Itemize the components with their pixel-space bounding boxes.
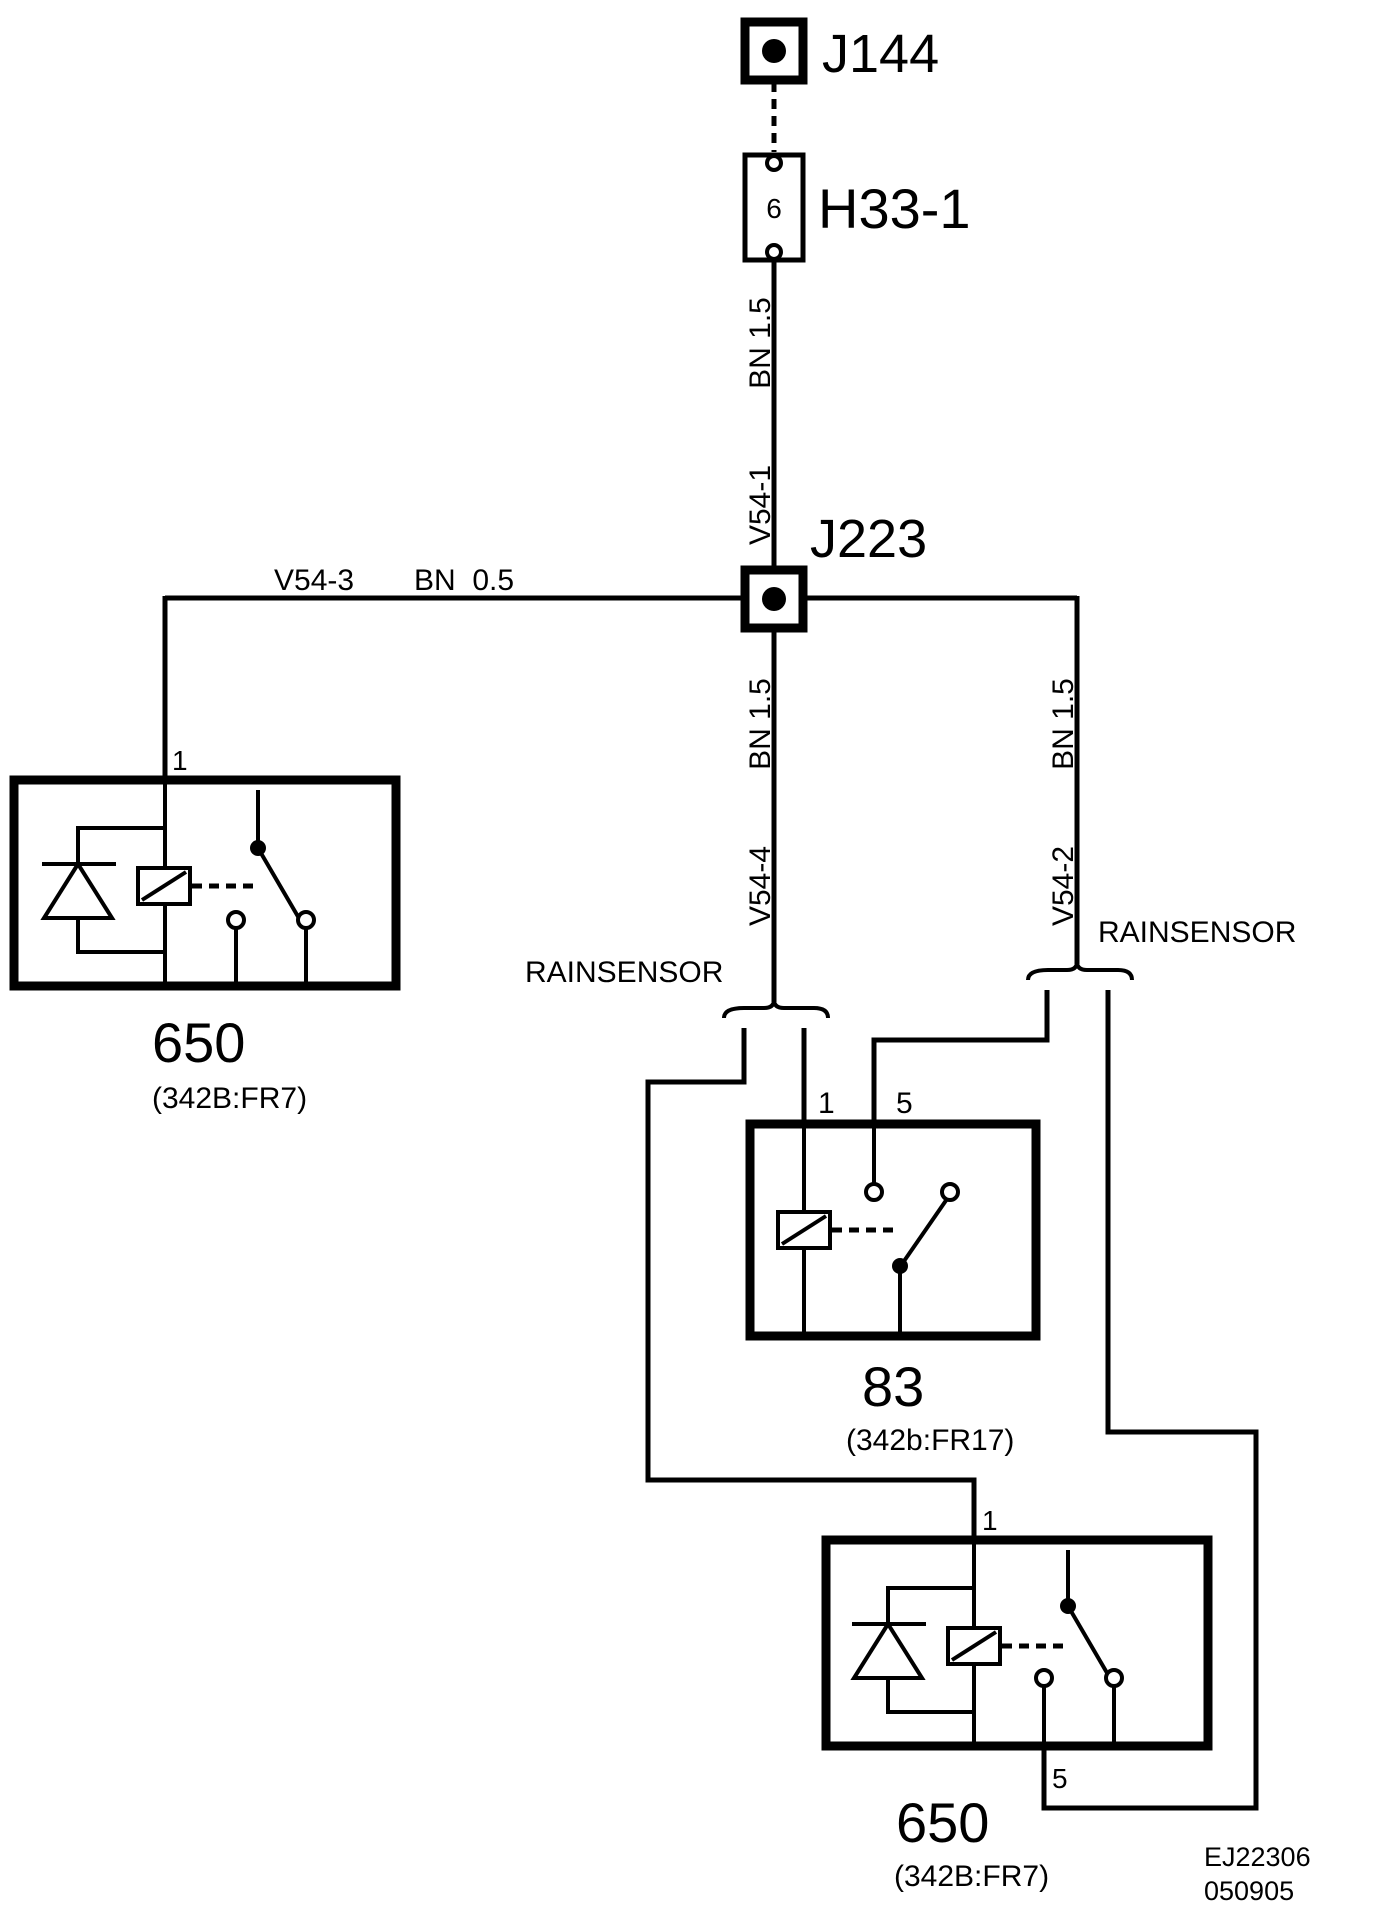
bottom-relay-pin1: 1 <box>982 1505 998 1536</box>
relay83-pin1: 1 <box>818 1087 835 1120</box>
wire-right-gauge: BN 1.5 <box>1047 678 1080 770</box>
bottom-relay-id: 650 <box>896 1791 989 1854</box>
wire-right-id: V54-2 <box>1047 846 1080 926</box>
j223-label: J223 <box>810 509 927 569</box>
relay-650-left <box>9 775 401 991</box>
left-relay-id: 650 <box>152 1011 245 1074</box>
wire-top-id: V54-1 <box>744 465 777 545</box>
wire-left-gauge: BN 0.5 <box>414 564 514 597</box>
diagram-code: EJ22306 <box>1204 1842 1311 1872</box>
left-relay-ref: (342B:FR7) <box>152 1082 307 1115</box>
h33-pin-label: 6 <box>766 193 782 224</box>
wire-right-splice-to-relay83 <box>871 990 1050 1124</box>
relay83-id: 83 <box>862 1355 924 1418</box>
j144-label: J144 <box>822 24 939 84</box>
diagram-date-code: 050905 <box>1204 1876 1294 1906</box>
wire-mid-gauge: BN 1.5 <box>744 678 777 770</box>
left-relay-pin1: 1 <box>172 745 188 776</box>
wire-mid-id: V54-4 <box>744 846 777 926</box>
relay-83 <box>745 1119 1041 1341</box>
splice-right-label: RAINSENSOR <box>1098 916 1296 949</box>
h33-label: H33-1 <box>818 177 971 240</box>
splice-rainsensor-right <box>1026 961 1134 981</box>
connector-j223 <box>740 565 808 633</box>
relay-650-bottom <box>821 1535 1213 1751</box>
splice-middle-label: RAINSENSOR <box>525 956 723 989</box>
wire-middle-splice-to-bottom-relay <box>645 1028 977 1540</box>
wire-left-id: V54-3 <box>274 564 354 597</box>
relay83-ref: (342b:FR17) <box>846 1424 1014 1457</box>
splice-rainsensor-middle <box>722 999 830 1019</box>
connector-j144 <box>740 17 808 85</box>
bottom-relay-pin5: 5 <box>1052 1763 1068 1794</box>
wire-top-gauge: BN 1.5 <box>744 297 777 389</box>
wire-right-splice-to-bottom-relay <box>1041 990 1259 1811</box>
connector-h33-1 <box>742 152 806 263</box>
relay83-pin5: 5 <box>896 1087 913 1120</box>
bottom-relay-ref: (342B:FR7) <box>894 1860 1049 1893</box>
